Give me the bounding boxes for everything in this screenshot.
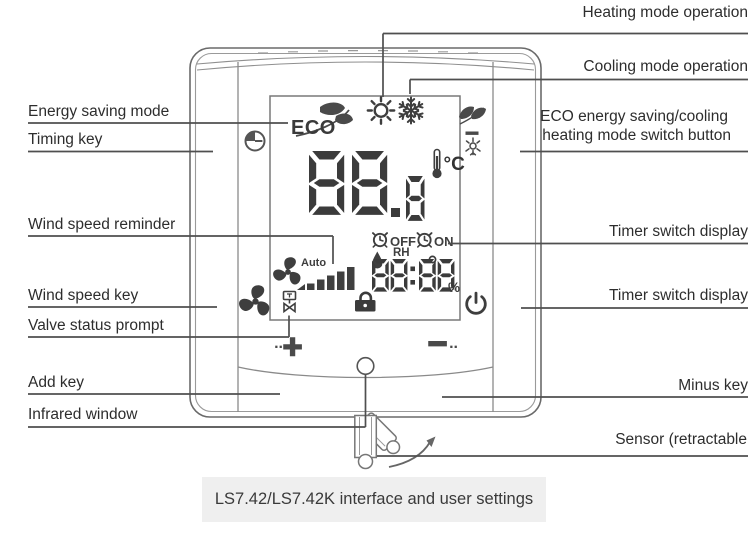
temperature-digits: [309, 151, 425, 221]
label-sensor: Sensor (retractable: [615, 431, 747, 448]
humidity-label: RH: [393, 247, 410, 259]
wind-speed-key-icon: [237, 285, 272, 317]
lid-line: [196, 55, 535, 65]
power-key-icon: [465, 291, 487, 315]
degree-indicator: [428, 255, 437, 264]
label-minus-key: Minus key: [678, 377, 748, 394]
label-add-key: Add key: [28, 374, 85, 391]
thermometer-icon: [432, 148, 442, 179]
caption: LS7.42/LS7.42K interface and user settin…: [202, 477, 546, 522]
label-eco-switch-line1: ECO energy saving/cooling: [540, 108, 728, 125]
label-timer-switch-1: Timer switch display: [609, 223, 748, 240]
sensor-assembly: [354, 412, 436, 470]
label-infrared-window: Infrared window: [28, 406, 138, 423]
callout-valve-line: [28, 315, 290, 338]
minus-key: −: [428, 325, 448, 363]
panel-seams: [237, 62, 494, 412]
percent-label: %: [448, 280, 460, 295]
timing-key-icon: [244, 130, 266, 152]
eco-text: ECO: [291, 117, 336, 139]
callout-ir-line: [28, 374, 367, 428]
eco-mode-switch-icon: [459, 106, 486, 156]
valve-icon: [282, 290, 297, 314]
temperature-unit: °C: [444, 154, 466, 175]
label-heating-mode: Heating mode operation: [582, 4, 748, 21]
label-valve-status-prompt: Valve status prompt: [28, 317, 164, 334]
fan-speed-bars-icon: [297, 267, 355, 290]
timer-on-label: ON: [434, 234, 454, 249]
label-wind-speed-reminder: Wind speed reminder: [28, 216, 176, 233]
label-energy-saving-mode: Energy saving mode: [28, 103, 170, 120]
add-key-dots: ··: [274, 339, 283, 356]
callout-lines: [28, 32, 748, 457]
callout-wind-reminder-line: [28, 235, 334, 264]
rotation-arrow-icon: [388, 436, 436, 468]
minus-key-dots: ··: [449, 339, 458, 356]
sun-icon: [366, 96, 396, 125]
lock-icon: [355, 291, 376, 312]
lid-line: [196, 61, 535, 71]
label-eco-switch-line2: heating mode switch button: [542, 127, 731, 144]
add-key: +: [283, 328, 303, 366]
time-digits: [372, 259, 455, 292]
eco-logo-icon: ECO: [291, 102, 353, 139]
label-cooling-mode: Cooling mode operation: [583, 58, 748, 75]
infrared-window: [356, 356, 375, 376]
label-timing-key: Timing key: [28, 131, 103, 148]
timer-off-label: OFF: [390, 234, 416, 249]
lid-vents: [258, 50, 478, 54]
callout-cooling-line: [409, 78, 748, 94]
fan-auto-label: Auto: [301, 257, 326, 269]
callout-heating-line: [382, 32, 748, 97]
lcd-display: ECO °C OFF ON RH: [271, 96, 466, 314]
label-timer-switch-2: Timer switch display: [609, 287, 748, 304]
label-wind-speed-key: Wind speed key: [28, 287, 139, 304]
